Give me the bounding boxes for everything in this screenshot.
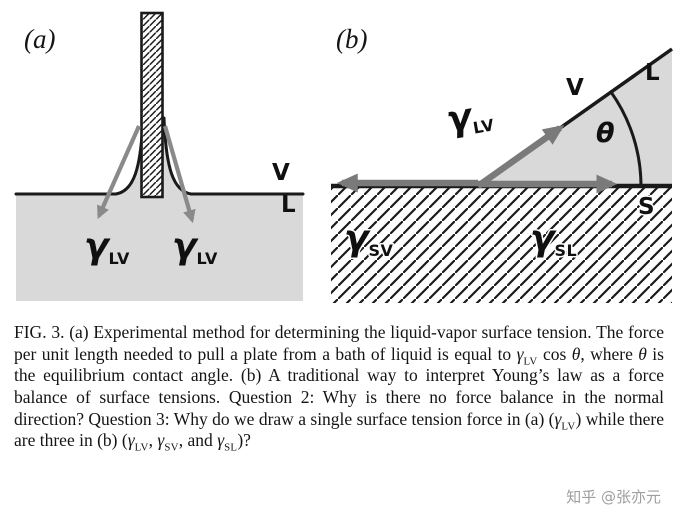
figure-diagram: (a) V L γLV γLV (b) V L S — [14, 11, 674, 303]
liquid-bath — [16, 120, 303, 301]
vapor-label-a: V — [272, 160, 290, 186]
gamma-lv-label-right: γLV — [172, 226, 218, 268]
gamma-lv-label-left: γLV — [84, 226, 130, 268]
panel-a-label: (a) — [24, 24, 55, 54]
watermark: 知乎 @张亦元 — [566, 488, 661, 506]
gamma-lv-arrow-left — [97, 125, 141, 219]
gamma-lv-label-b: γLV — [443, 93, 496, 142]
solid-substrate — [331, 188, 672, 303]
contact-angle-arc — [609, 91, 643, 187]
panel-b-label: (b) — [336, 24, 367, 54]
liquid-label-a: L — [281, 192, 296, 218]
vapor-label-b: V — [566, 75, 584, 101]
panel-a: (a) V L γLV γLV — [14, 11, 305, 301]
gamma-sl-label: γSL — [530, 218, 577, 260]
theta-label: θ — [596, 118, 615, 149]
gamma-lv-arrow-right — [162, 125, 196, 224]
gamma-lv-arrow — [476, 124, 565, 189]
liquid-label-b: L — [645, 60, 660, 86]
gamma-sv-label: γSV — [344, 218, 394, 260]
plate — [140, 11, 164, 199]
figure-caption: FIG. 3. (a) Experimental method for dete… — [14, 322, 664, 454]
liquid-surface-right — [162, 116, 305, 196]
solid-label-b: S — [638, 194, 655, 220]
panel-b: (b) V L S θ γLV γSV γSL — [331, 24, 674, 303]
